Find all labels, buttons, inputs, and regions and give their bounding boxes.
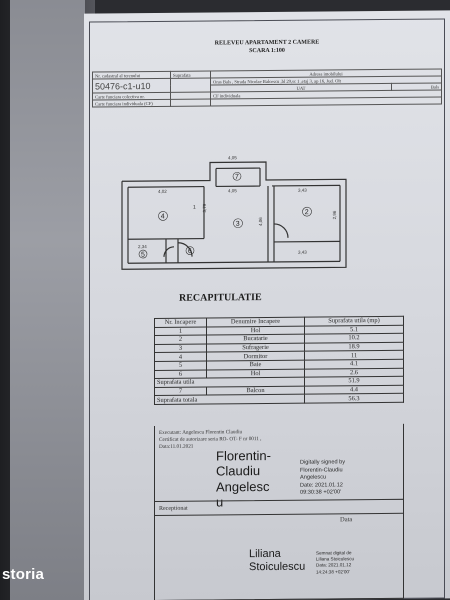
recap-title: RECAPITULATIE <box>179 292 262 304</box>
dim-room3-width: 4,05 <box>228 188 237 193</box>
underlying-page <box>10 0 85 600</box>
room-label-3: 3 <box>236 221 240 228</box>
receptionat-label: Receptionat <box>159 505 188 512</box>
dim-room2-lower: 3,43 <box>298 250 307 255</box>
executant-digital-signature: Digitally signed by Florentin-Claudiu An… <box>300 459 346 496</box>
room-label-5: 5 <box>141 252 145 259</box>
room-label-7: 7 <box>235 174 239 181</box>
room-label-1: 1 <box>193 205 196 211</box>
dim-bath-width: 2,34 <box>138 244 147 249</box>
floor-plan: 4,05 4,02 4,05 3,43 3,79 4,06 2,96 2,34 … <box>121 155 347 270</box>
room-label-2: 2 <box>305 209 309 216</box>
dim-room4-width: 4,02 <box>158 189 167 194</box>
document-sheet: RELEVEU APARTAMENT 2 CAMERE SCARA 1:100 … <box>84 10 450 600</box>
dim-room3-height: 4,06 <box>258 217 263 226</box>
dim-room2-height: 2,96 <box>332 210 337 219</box>
receptionat-digital-signature: Semnat digital de Liliana Stoiculescu Da… <box>316 550 355 575</box>
dim-top: 4,05 <box>228 155 237 160</box>
storia-watermark: storia <box>2 566 45 583</box>
receptionat-signature-name: Liliana Stoiculescu <box>249 547 306 574</box>
executant-details: Executant: Angelescu Florentin Claudiu C… <box>159 429 262 450</box>
room-label-6: 6 <box>188 248 192 255</box>
totala-row: Suprafata totala 56.3 <box>154 393 404 405</box>
room-label-4: 4 <box>161 213 165 220</box>
dim-room2-width: 3,43 <box>298 188 307 193</box>
data-label: Data <box>340 516 353 524</box>
carte-individuala-label: Carte funciara individuala (CF) <box>92 99 171 108</box>
cadastral-number: 50476-c1-u10 <box>92 78 171 94</box>
recap-table: Nr. Incapere Denumire Incapere Suprafata… <box>154 316 404 405</box>
dim-room4-height: 3,79 <box>202 203 207 212</box>
property-info-table: Nr. cadastral al terenului Suprafata Adr… <box>92 68 442 108</box>
